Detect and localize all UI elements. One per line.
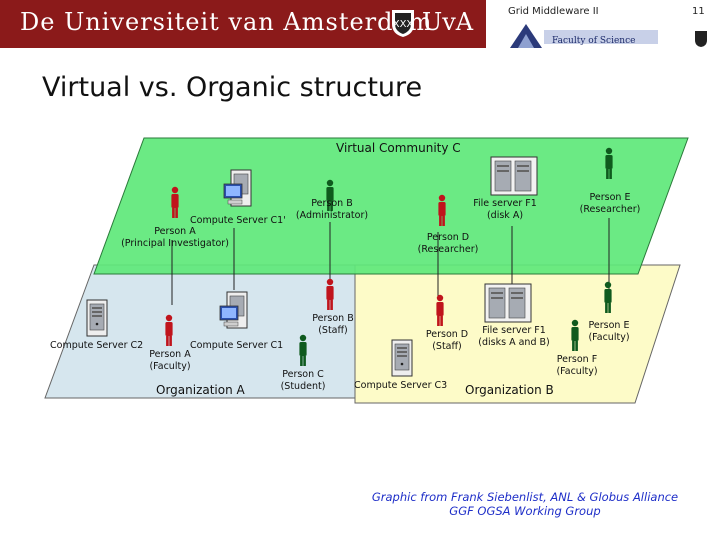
org-b-person-d-label: Person D (Staff) [425,329,469,352]
org-a-compute-server-c2-label: Compute Server C2 [50,340,144,351]
org-b-person-e-label: Person E (Faculty) [588,320,630,343]
org-a-compute-server-c2-icon [86,299,108,337]
vc-person-b-label: Person B (Administrator) [295,198,369,221]
org-a-person-a-label: Person A (Faculty) [149,349,191,372]
org-b-file-server-label: File server F1 (disks A and B) [478,325,550,348]
vc-person-e-label: Person E (Researcher) [579,192,641,215]
org-b-file-server-icon [484,283,532,323]
vc-file-server-icon [490,156,538,196]
org-b-compute-server-c3-label: Compute Server C3 [354,380,448,391]
faculty-crest-icon [695,31,707,47]
org-a-person-c-label: Person C (Student) [280,369,326,392]
org-b-person-f-label: Person F (Faculty) [556,354,598,377]
university-name: De Universiteit van Amsterdam [20,8,433,36]
vc-person-a-label: Person A (Principal Investigator) [121,226,229,249]
svg-text:XXX: XXX [393,19,414,30]
slide-title: Virtual vs. Organic structure [42,72,423,103]
uva-crest-icon: XXX [392,10,414,37]
slide-number: 11 [692,6,705,17]
vc-compute-server-c1-label: Compute Server C1' [190,215,286,226]
virtual-community-label: Virtual Community C [336,141,461,155]
faculty-logo-text: Faculty of Science [552,36,636,46]
vc-person-d-label: Person D (Researcher) [417,232,479,255]
org-a-compute-server-c1-label: Compute Server C1 [190,340,284,351]
org-b-compute-server-c3-icon [391,339,413,377]
org-a-person-b-label: Person B (Staff) [312,313,354,336]
organization-b-label: Organization B [465,383,554,397]
uva-wordmark: UvA [422,8,474,36]
faculty-logo [510,24,658,48]
graphic-credit: Graphic from Frank Siebenlist, ANL & Glo… [371,490,679,518]
organization-a-label: Organization A [156,383,245,397]
university-banner: De Universiteit van Amsterdam XXX UvA [0,0,486,48]
vc-file-server-label: File server F1 (disk A) [473,198,537,221]
course-name: Grid Middleware II [508,6,599,17]
